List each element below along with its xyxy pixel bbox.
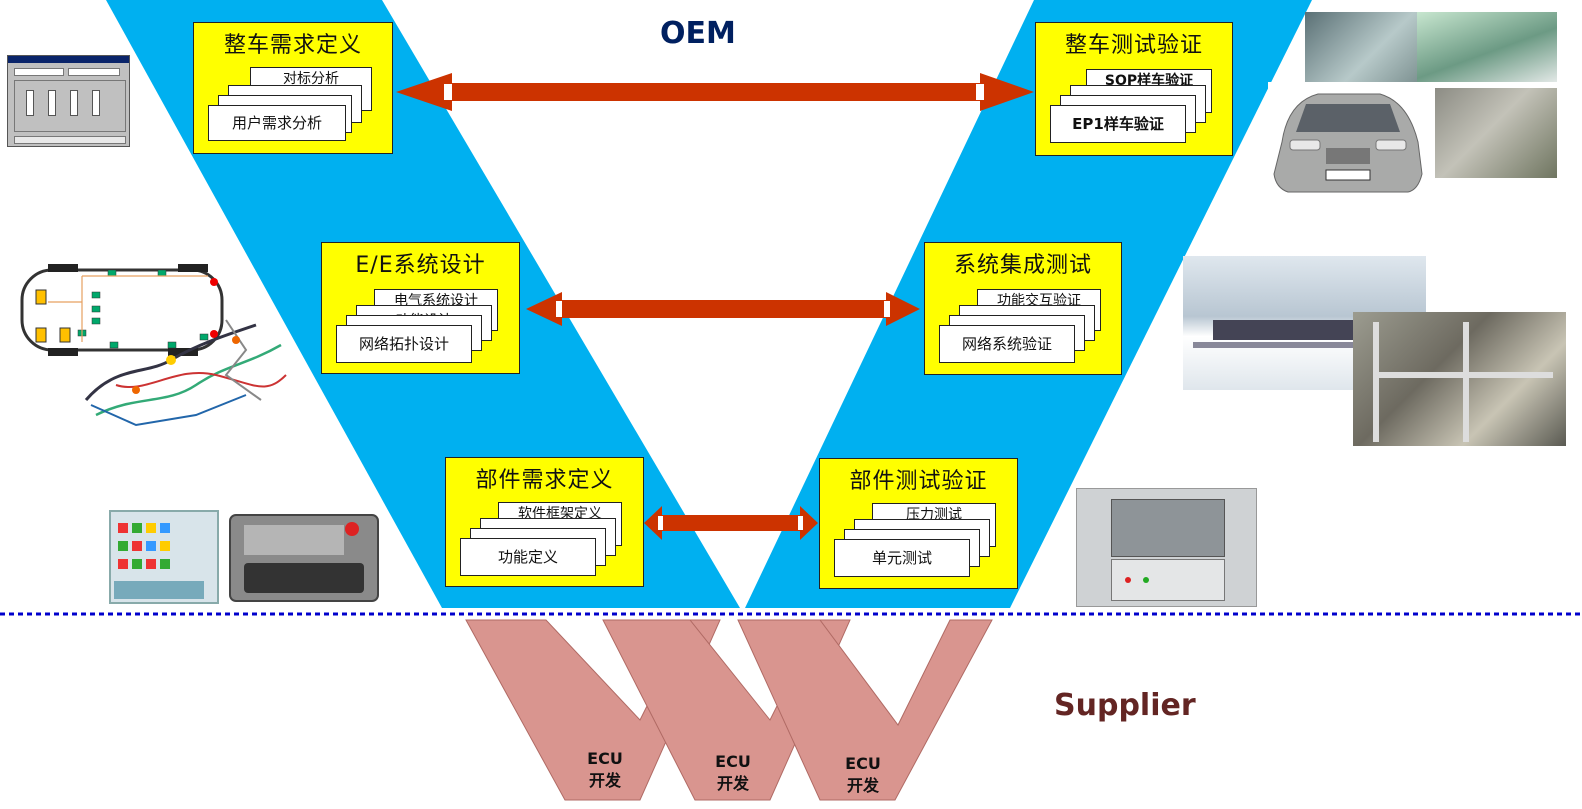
ecu-label-line1: ECU bbox=[715, 752, 751, 771]
stage-system-integration-test: 系统集成测试 功能交互验证 网络系统验证 bbox=[924, 242, 1122, 375]
stack-card-front: 功能定义 bbox=[460, 538, 596, 576]
ecu-module-icon bbox=[109, 510, 379, 604]
test-track-photo bbox=[1417, 12, 1557, 82]
stage-title: 系统集成测试 bbox=[953, 253, 1092, 278]
ecu-dev-label-3: ECU 开发 bbox=[841, 753, 885, 797]
supplier-v-1 bbox=[465, 619, 721, 801]
arrow-bottom bbox=[644, 506, 818, 540]
stage-title: 整车需求定义 bbox=[223, 33, 362, 58]
oem-label: OEM bbox=[660, 16, 736, 51]
stack-card-front: 单元测试 bbox=[834, 539, 970, 577]
stage-title: 整车测试验证 bbox=[1064, 33, 1203, 58]
stage-ee-system-design: E/E系统设计 电气系统设计 功能设计 网络拓扑设计 bbox=[321, 242, 520, 374]
component-test-cabinet-photo bbox=[1076, 488, 1257, 607]
ecu-label-line1: ECU bbox=[845, 754, 881, 773]
stage-vehicle-test: 整车测试验证 SOP样车验证 EP1样车验证 bbox=[1035, 22, 1233, 156]
supplier-v-shapes bbox=[465, 619, 993, 801]
stage-title: 部件需求定义 bbox=[475, 468, 614, 493]
stage-component-requirements: 部件需求定义 软件框架定义 功能定义 bbox=[445, 457, 644, 587]
hil-test-bench-photo bbox=[1353, 312, 1566, 446]
ecu-label-line2: 开发 bbox=[588, 771, 621, 790]
stack-card-front: 网络系统验证 bbox=[939, 325, 1075, 363]
ecu-label-line2: 开发 bbox=[846, 776, 879, 795]
supplier-v-3 bbox=[737, 619, 993, 801]
stage-vehicle-requirements: 整车需求定义 对标分析 用户需求分析 bbox=[193, 22, 393, 154]
software-window-icon bbox=[7, 55, 130, 147]
supplier-label: Supplier bbox=[1054, 688, 1196, 723]
stack-card-front: 用户需求分析 bbox=[208, 105, 346, 141]
vehicle-network-layout-icon bbox=[20, 264, 224, 356]
wiring-harness-icon bbox=[84, 319, 287, 427]
stack-card-front: EP1样车验证 bbox=[1050, 105, 1186, 143]
link-arrows bbox=[396, 73, 1034, 540]
stage-title: 部件测试验证 bbox=[849, 469, 988, 494]
supplier-v-2 bbox=[602, 619, 851, 801]
ecu-label-line1: ECU bbox=[587, 749, 623, 768]
ecu-label-line2: 开发 bbox=[716, 774, 749, 793]
ecu-dev-label-2: ECU 开发 bbox=[711, 751, 755, 795]
mountain-road-photo bbox=[1435, 88, 1557, 178]
stage-component-test: 部件测试验证 压力测试 单元测试 bbox=[819, 458, 1018, 589]
stack-card-front: 网络拓扑设计 bbox=[336, 325, 472, 363]
arrow-top bbox=[396, 73, 1034, 111]
sedan-car-photo bbox=[1268, 82, 1428, 196]
rain-windshield-photo bbox=[1305, 12, 1417, 82]
stage-title: E/E系统设计 bbox=[355, 253, 486, 278]
arrow-mid bbox=[526, 292, 920, 326]
ecu-dev-label-1: ECU 开发 bbox=[583, 748, 627, 792]
